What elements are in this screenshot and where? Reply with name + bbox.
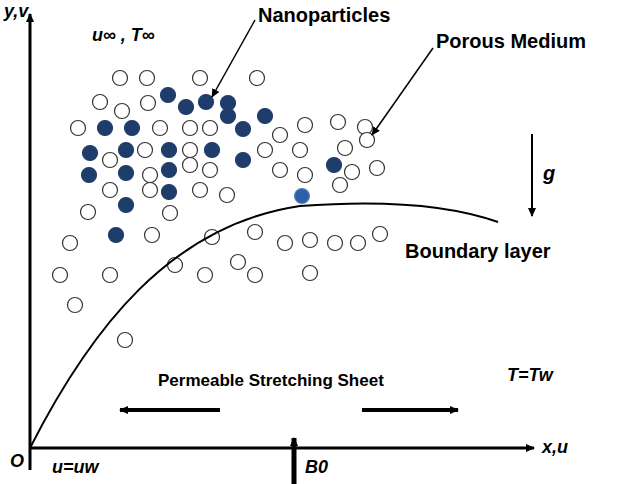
particle-field <box>53 71 388 348</box>
callout-label: Nanoparticles <box>258 4 390 26</box>
y-axis <box>29 14 32 470</box>
particle <box>109 228 124 243</box>
particle <box>103 153 118 168</box>
particle <box>198 268 213 283</box>
particle <box>119 143 134 158</box>
particle <box>303 233 318 248</box>
particle <box>248 268 263 283</box>
particle <box>273 163 288 178</box>
leader-line <box>212 20 255 97</box>
particle <box>258 143 273 158</box>
particle <box>338 141 353 156</box>
particle <box>303 266 318 281</box>
particle <box>145 228 160 243</box>
particle <box>53 268 68 283</box>
particle <box>153 121 168 136</box>
particle <box>162 185 177 200</box>
leader-line <box>372 48 433 135</box>
particle <box>162 143 177 158</box>
particle <box>193 183 208 198</box>
particle <box>183 121 198 136</box>
particle <box>68 298 83 313</box>
particle <box>258 109 273 124</box>
stretch-arrow <box>362 408 458 412</box>
particle <box>298 118 313 133</box>
particle <box>179 100 194 115</box>
particle <box>71 121 86 136</box>
particle <box>162 163 177 178</box>
particle <box>82 168 97 183</box>
particle <box>143 168 158 183</box>
particle <box>183 158 198 173</box>
particle <box>113 71 128 86</box>
particle <box>98 121 113 136</box>
particle <box>278 236 293 251</box>
particle <box>236 153 251 168</box>
particle <box>63 236 78 251</box>
particle <box>193 71 208 86</box>
particle <box>138 143 153 158</box>
particle <box>125 121 140 136</box>
particle <box>273 128 288 143</box>
particle <box>220 188 235 203</box>
particle <box>115 104 130 119</box>
gravity-arrow <box>531 134 533 216</box>
magnetic-field-arrow <box>292 438 297 484</box>
particle <box>140 71 155 86</box>
particle <box>118 333 133 348</box>
gravity-label: g <box>543 162 555 184</box>
axis-label: y,v <box>4 2 28 22</box>
region-label: Boundary layer <box>405 240 551 262</box>
particle <box>203 121 218 136</box>
axis-label: x,u <box>542 438 568 458</box>
particle <box>236 122 251 137</box>
particle <box>333 178 348 193</box>
particle <box>293 143 308 158</box>
particle <box>298 168 313 183</box>
particle <box>221 109 236 124</box>
callout-label: Porous Medium <box>436 30 586 52</box>
particle <box>370 161 385 176</box>
particle <box>328 236 343 251</box>
particle <box>331 115 346 130</box>
particle <box>373 227 388 242</box>
particle <box>231 255 246 270</box>
x-axis <box>30 447 534 450</box>
particle <box>327 158 342 173</box>
particle <box>345 165 360 180</box>
stretch-arrow <box>120 408 220 412</box>
wall-condition-label: T=Tw <box>507 366 553 386</box>
particle <box>199 95 214 110</box>
particle <box>141 96 156 111</box>
particle <box>93 95 108 110</box>
wall-velocity-label: u=uw <box>52 458 99 478</box>
particle <box>163 206 178 221</box>
magnetic-field-label: B0 <box>305 458 328 478</box>
particle <box>351 236 366 251</box>
particle <box>83 146 98 161</box>
origin-label: O <box>10 452 24 472</box>
free-stream-label: u∞ , T∞ <box>92 26 155 46</box>
particle <box>161 88 176 103</box>
particle <box>250 71 265 86</box>
particle <box>119 198 134 213</box>
sheet-label: Permeable Stretching Sheet <box>158 372 384 391</box>
particle <box>205 143 220 158</box>
particle <box>183 143 198 158</box>
particle <box>295 189 310 204</box>
particle <box>103 183 118 198</box>
particle <box>143 183 158 198</box>
particle <box>119 166 134 181</box>
particle <box>103 268 118 283</box>
particle <box>248 225 263 240</box>
particle <box>203 163 218 178</box>
particle <box>81 205 96 220</box>
